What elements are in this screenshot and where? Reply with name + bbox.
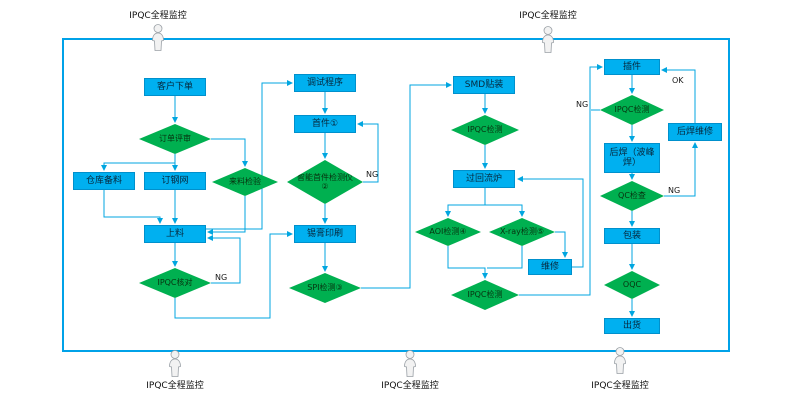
monitor-label-bottom-center: IPQC全程监控 [381, 381, 439, 391]
node-repair: 维修 [528, 259, 572, 275]
monitor-label-top-right: IPQC全程监控 [519, 11, 577, 21]
node-smd-placement: SMD贴装 [453, 76, 515, 94]
inspector-icon [404, 350, 416, 377]
node-insertion: 插件 [604, 59, 660, 75]
node-wave-soldering: 后焊（波峰焊） [604, 143, 660, 173]
node-solder-paste-print: 锡膏印刷 [294, 225, 356, 243]
node-warehouse-prep: 仓库备料 [73, 172, 135, 190]
inspector-icon [614, 347, 626, 374]
monitor-label-top-left: IPQC全程监控 [129, 11, 187, 21]
edge-label-ok: OK [672, 76, 684, 85]
flow-frame [62, 38, 730, 352]
edge-label-ng: NG [366, 170, 379, 179]
node-reflow-oven: 过回流炉 [453, 170, 515, 188]
node-post-solder-repair: 后焊维修 [668, 123, 722, 141]
node-loading: 上料 [144, 225, 206, 243]
node-customer-order: 客户下单 [144, 78, 206, 96]
node-shipping: 出货 [604, 318, 660, 334]
node-debug-program: 调试程序 [294, 74, 356, 92]
inspector-icon [152, 24, 164, 51]
edge-label-ng: NG [215, 273, 228, 282]
node-order-stencil: 订钢网 [144, 172, 206, 190]
edge-label-ng: NG [576, 100, 589, 109]
node-packaging: 包装 [604, 228, 660, 244]
inspector-icon [542, 26, 554, 53]
inspector-icon [169, 350, 181, 377]
edge-label-ng: NG [668, 186, 681, 195]
node-first-article: 首件① [294, 115, 356, 133]
monitor-label-bottom-right: IPQC全程监控 [591, 381, 649, 391]
monitor-label-bottom-left: IPQC全程监控 [146, 381, 204, 391]
